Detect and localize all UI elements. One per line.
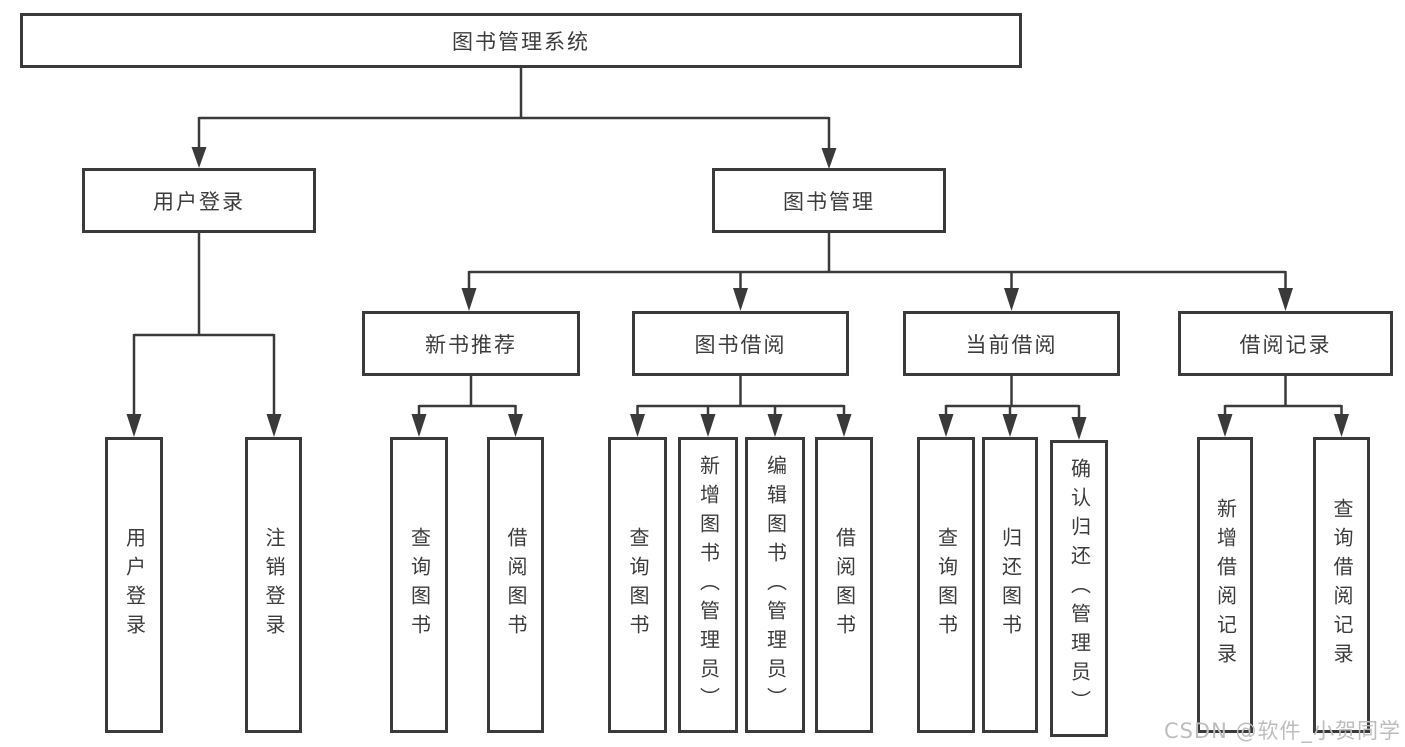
node-current-borrowing: 当前借阅	[903, 311, 1120, 376]
leaf-label: 查询图书	[407, 527, 432, 643]
leaf-return-books: 归还图书	[982, 437, 1038, 733]
leaf-label: 确认归还（管理员）	[1067, 458, 1092, 719]
leaf-label: 查询图书	[626, 527, 650, 643]
leaf-user-login: 用户登录	[105, 437, 163, 733]
node-book-borrowing: 图书借阅	[632, 311, 849, 376]
leaf-label: 用户登录	[122, 527, 147, 643]
node-label: 借阅记录	[1239, 332, 1332, 357]
leaf-label: 借阅图书	[504, 527, 528, 643]
leaf-add-books-admin: 新增图书（管理员）	[678, 437, 738, 733]
leaf-confirm-return-admin: 确认归还（管理员）	[1050, 440, 1108, 737]
node-library-management-system: 图书管理系统	[20, 13, 1022, 68]
leaf-logout: 注销登录	[245, 437, 302, 733]
leaf-label: 新增图书（管理员）	[696, 454, 721, 716]
node-borrowing-records: 借阅记录	[1178, 311, 1393, 376]
node-label: 用户登录	[153, 189, 245, 214]
leaf-query-borrow-record: 查询借阅记录	[1313, 437, 1370, 733]
leaf-borrow-books: 借阅图书	[815, 437, 873, 733]
leaf-label: 新增借阅记录	[1213, 498, 1238, 672]
leaf-label: 借阅图书	[832, 527, 857, 643]
leaf-label: 查询借阅记录	[1330, 498, 1354, 672]
leaf-query-books: 查询图书	[917, 437, 975, 733]
node-book-management: 图书管理	[712, 168, 946, 233]
node-label: 图书管理	[783, 189, 875, 214]
leaf-edit-books-admin: 编辑图书（管理员）	[745, 437, 805, 733]
node-label: 图书管理系统	[452, 29, 590, 54]
node-label: 当前借阅	[965, 332, 1058, 357]
leaf-label: 编辑图书（管理员）	[763, 454, 788, 716]
leaf-label: 查询图书	[934, 527, 959, 643]
leaf-add-borrow-record: 新增借阅记录	[1197, 437, 1253, 733]
csdn-watermark: CSDN @软件_小贺同学	[1163, 719, 1401, 743]
leaf-borrow-books: 借阅图书	[487, 437, 544, 733]
node-new-book-recommendation: 新书推荐	[362, 311, 580, 376]
node-label: 新书推荐	[425, 332, 517, 357]
node-label: 图书借阅	[694, 332, 787, 357]
leaf-label: 注销登录	[262, 527, 286, 643]
leaf-label: 归还图书	[998, 527, 1023, 643]
leaf-query-books: 查询图书	[608, 437, 667, 733]
node-user-login: 用户登录	[82, 168, 316, 233]
leaf-query-books: 查询图书	[390, 437, 448, 733]
